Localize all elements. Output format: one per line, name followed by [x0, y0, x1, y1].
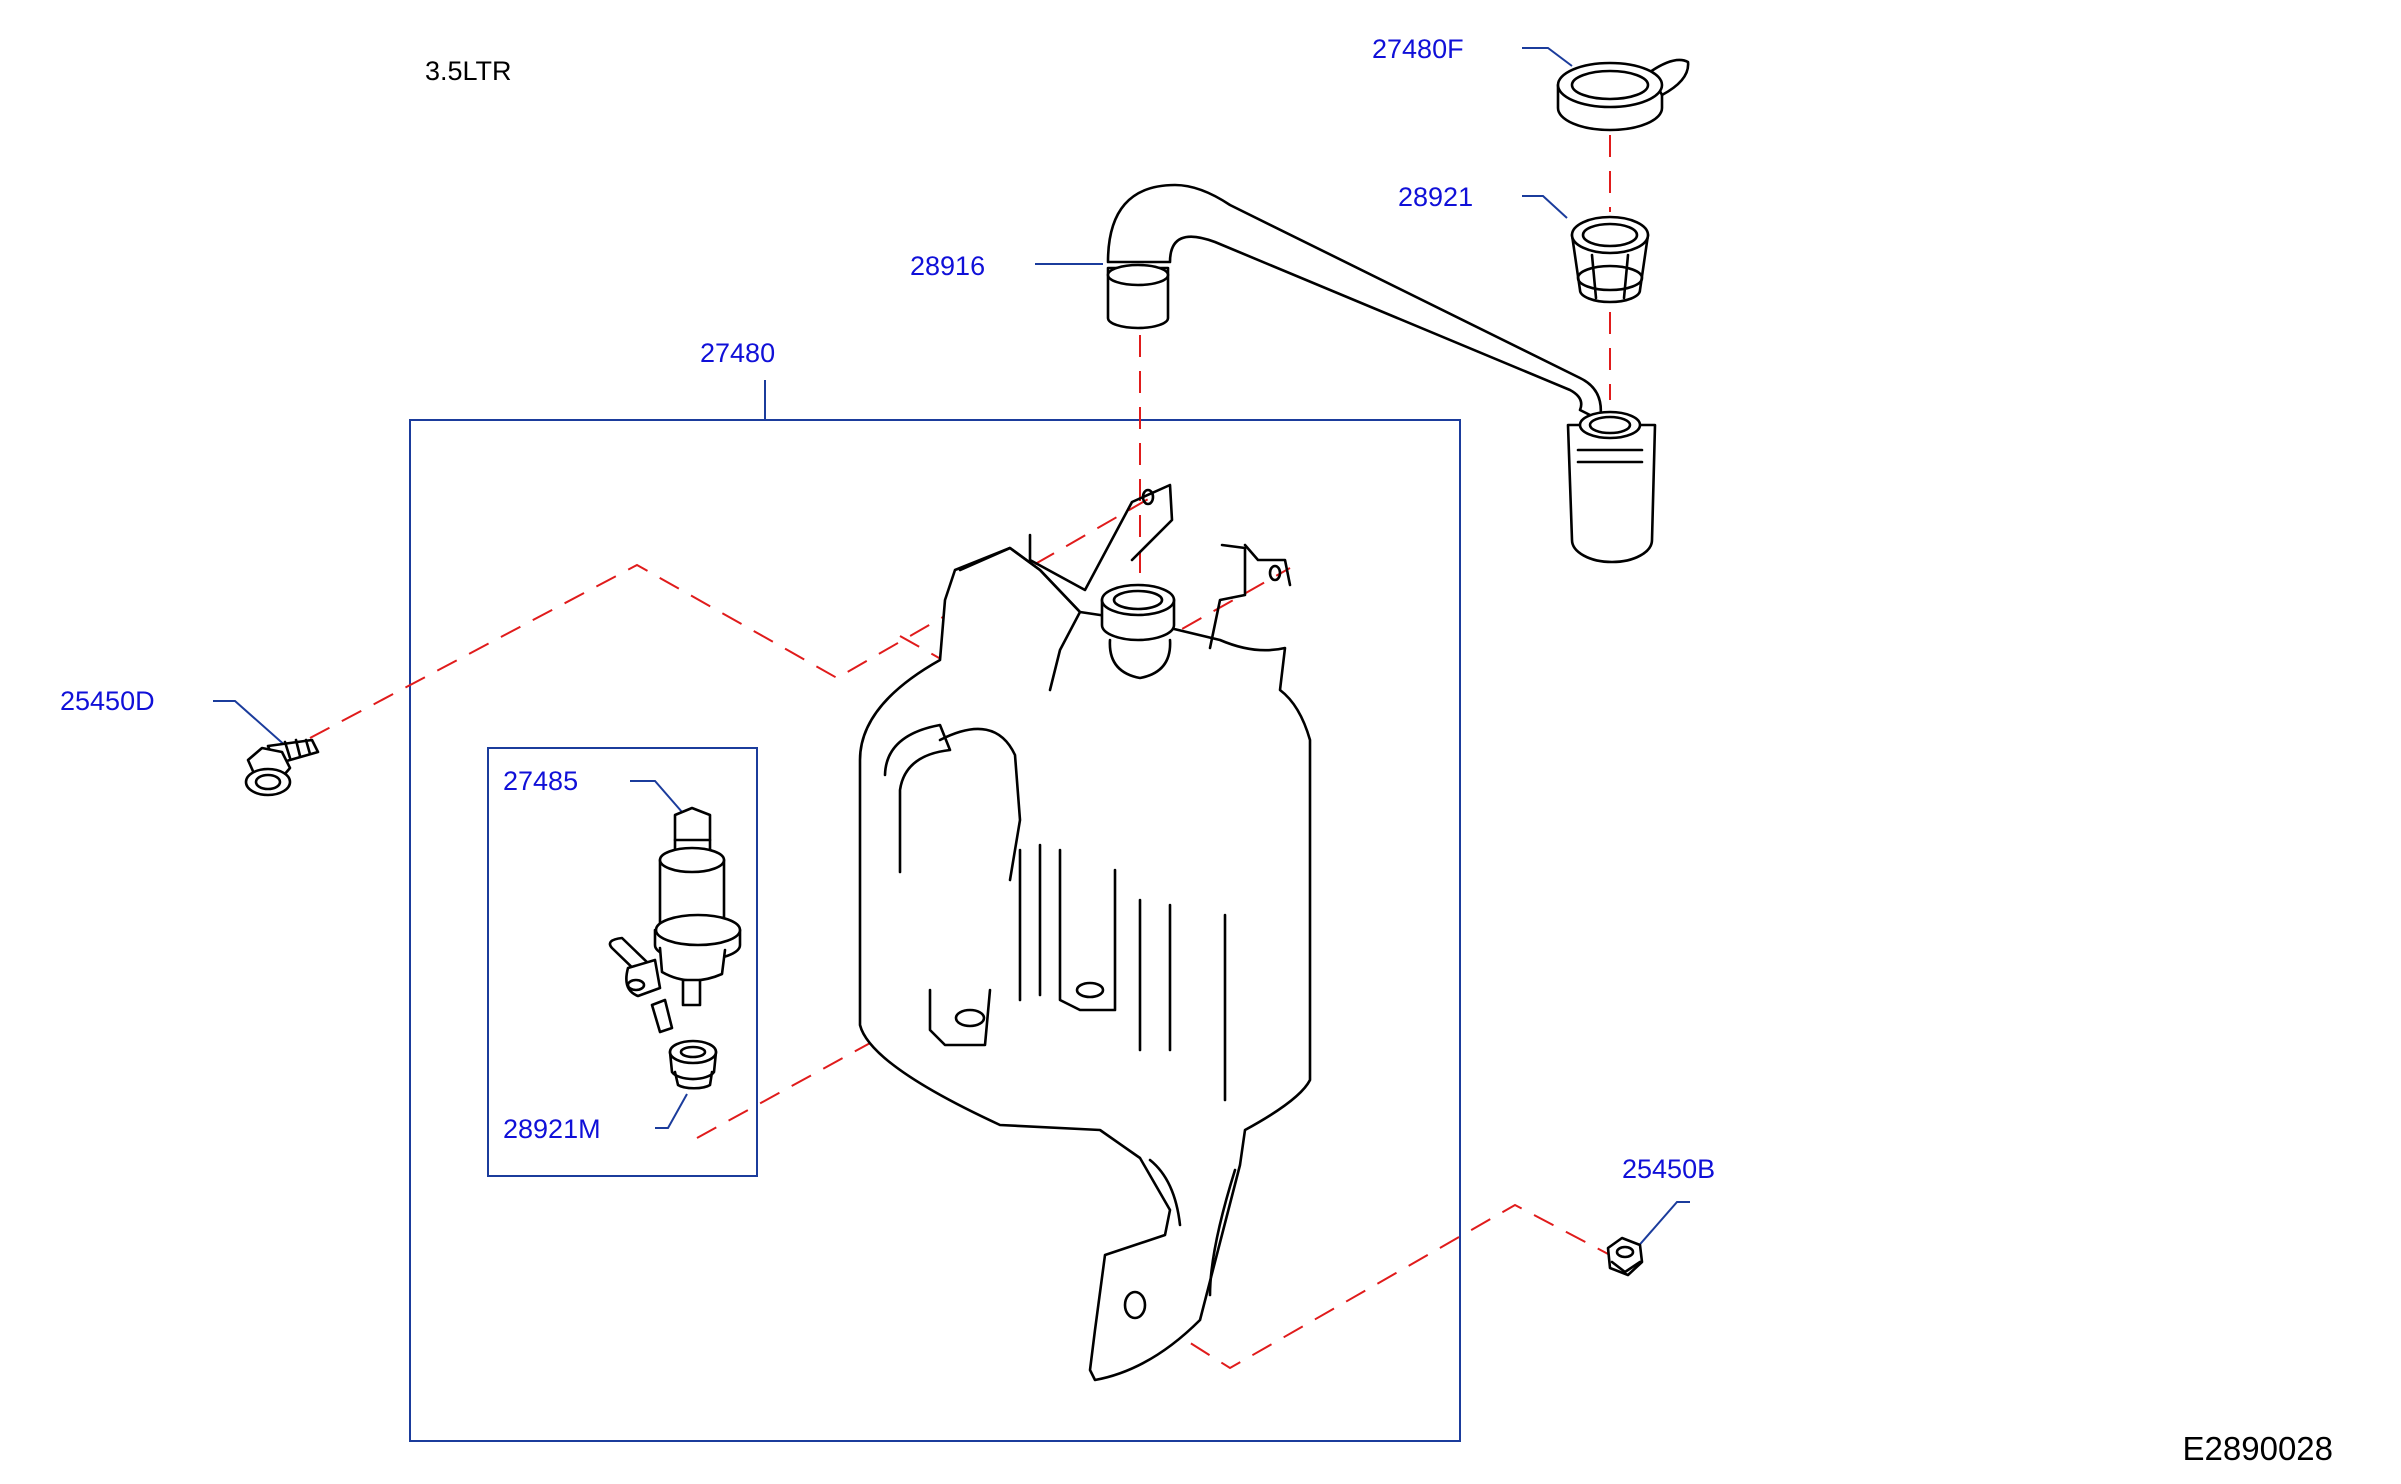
filler-cap	[1556, 58, 1690, 132]
flange-nut	[1606, 1236, 1644, 1277]
engine-variant-label: 3.5LTR	[425, 56, 512, 86]
washer-pump	[608, 806, 742, 1034]
callout-filler-seal: 28921	[1398, 182, 1473, 212]
washer-tank	[858, 483, 1312, 1382]
cap-leader	[1522, 47, 1573, 67]
tank-assembly-frame	[409, 419, 1461, 1442]
callout-cap: 27480F	[1372, 34, 1464, 64]
mounting-bolt	[244, 738, 320, 797]
bolt-assembly-line	[309, 497, 1151, 739]
nut-leader	[1634, 1201, 1690, 1251]
pump-seal-leader	[655, 1093, 688, 1129]
callout-pump-seal: 28921M	[503, 1114, 601, 1144]
pump-seal	[668, 1039, 718, 1090]
pump-group-frame	[487, 747, 758, 1177]
filler-seal-leader	[1522, 195, 1568, 219]
callout-nut: 25450B	[1622, 1154, 1715, 1184]
pump-leader	[630, 780, 683, 813]
filler-neck-seal	[1570, 215, 1650, 304]
callout-tank-assembly: 27480	[700, 338, 775, 368]
filler-tube	[1106, 183, 1657, 564]
callout-pump: 27485	[503, 766, 578, 796]
callout-bolt: 25450D	[60, 686, 155, 716]
bolt-leader	[213, 700, 289, 749]
callout-filler-tube: 28916	[910, 251, 985, 281]
diagram-code: E2890028	[2183, 1430, 2333, 1467]
leader-lines	[213, 47, 1690, 1251]
